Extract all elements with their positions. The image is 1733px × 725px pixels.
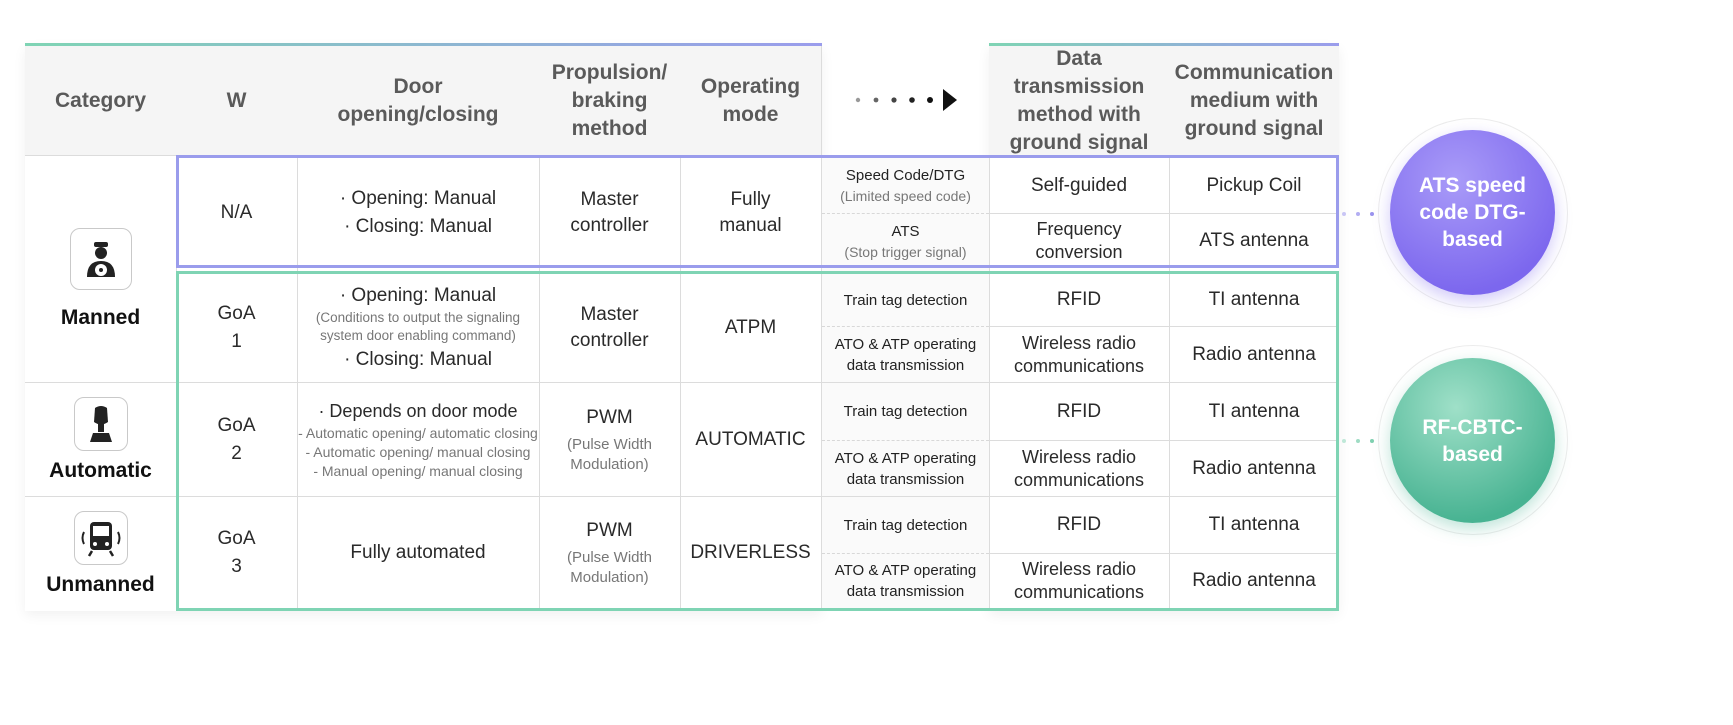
category-unmanned: Unmanned	[25, 497, 176, 611]
left-top-bar	[25, 43, 822, 46]
method-ats: ATS (Stop trigger signal)	[844, 222, 967, 260]
row-line	[25, 496, 1339, 497]
method-tag-goa2: Train tag detection	[843, 403, 968, 420]
sub-row-line	[989, 440, 1339, 441]
header-door: Door opening/closing	[297, 46, 539, 155]
tx-wireless-goa3: Wireless radio communications	[1013, 559, 1145, 602]
mode-goa1: ATPM	[724, 317, 777, 338]
tx-frequency: Frequency conversion	[1035, 219, 1123, 262]
grid-line	[297, 46, 298, 611]
header-category: Category	[25, 46, 176, 155]
train-icon	[73, 511, 128, 565]
header-data-transmission: Data transmission method with ground sig…	[989, 46, 1169, 155]
sub-row-dash	[822, 326, 989, 327]
sub-row-dash	[822, 440, 989, 441]
tx-wireless-goa2: Wireless radio communications	[1013, 446, 1145, 490]
category-label: Automatic	[49, 458, 152, 482]
sub-row-line	[989, 213, 1339, 214]
rf-connector-dots	[1342, 439, 1374, 443]
propulsion-goa1: Master controller	[570, 304, 649, 351]
category-label: Manned	[60, 306, 141, 329]
method-data-goa1: ATO & ATP operating data transmission	[834, 335, 977, 374]
ats-connector-dots	[1342, 212, 1374, 216]
sub-row-line	[989, 326, 1339, 327]
header-propulsion: Propulsion/ braking method	[539, 46, 680, 155]
row-line	[25, 382, 1339, 383]
sub-row-dash	[822, 553, 989, 554]
medium-radio-goa3: Radio antenna	[1192, 570, 1316, 591]
medium-radio-goa2: Radio antenna	[1192, 457, 1316, 479]
right-top-bar	[989, 43, 1339, 46]
method-data-goa2: ATO & ATP operating data transmission	[834, 449, 977, 488]
category-label: Unmanned	[46, 573, 155, 596]
tx-rfid-goa2: RFID	[1056, 400, 1102, 422]
medium-ti-goa1: TI antenna	[1208, 289, 1300, 310]
mode-na: Fully manual	[719, 189, 782, 236]
medium-ti-goa3: TI antenna	[1208, 514, 1300, 535]
cbtc-group-outline	[176, 271, 1339, 611]
tx-rfid-goa1: RFID	[1056, 289, 1102, 310]
w-na: N/A	[220, 202, 253, 223]
grid-line	[539, 46, 540, 611]
header-operating: Operating mode	[680, 46, 821, 155]
mode-goa3: DRIVERLESS	[690, 541, 811, 563]
method-tag-goa1: Train tag detection	[843, 291, 968, 309]
door-goa1: · Opening: Manual (Conditions to output …	[315, 285, 521, 370]
method-data-goa3: ATO & ATP operating data transmission	[834, 562, 977, 600]
door-goa2: · Depends on door mode - Automatic openi…	[298, 401, 538, 479]
sub-row-line	[989, 553, 1339, 554]
rf-badge: RF-CBTC-based	[1390, 358, 1555, 523]
grid-line	[989, 46, 990, 611]
dotted-arrow-icon	[850, 86, 960, 114]
medium-pickup-coil: Pickup Coil	[1206, 174, 1302, 196]
door-na: · Opening: Manual · Closing: Manual	[339, 188, 497, 237]
ats-badge-ring	[1378, 118, 1568, 308]
grid-line	[1169, 46, 1170, 611]
medium-ats-antenna: ATS antenna	[1199, 230, 1309, 251]
method-speed-code: Speed Code/DTG (Limited speed code)	[840, 167, 971, 204]
header-w: W	[176, 46, 297, 155]
propulsion-goa3: PWM (Pulse Width Modulation)	[566, 519, 653, 586]
door-goa3: Fully automated	[350, 541, 486, 563]
mode-goa2: AUTOMATIC	[695, 428, 806, 450]
grid-line	[680, 46, 681, 611]
propulsion-goa2: PWM (Pulse Width Modulation)	[566, 406, 653, 473]
driver-icon	[69, 228, 132, 290]
medium-radio-goa1: Radio antenna	[1192, 343, 1316, 365]
tx-self-guided: Self-guided	[1030, 174, 1128, 196]
method-column	[822, 155, 989, 611]
grid-line	[821, 46, 822, 611]
category-automatic: Automatic	[25, 383, 176, 496]
header-communication: Communication medium with ground signal	[1169, 46, 1339, 155]
tx-rfid-goa3: RFID	[1056, 514, 1102, 535]
propulsion-na: Master controller	[570, 189, 649, 236]
category-manned: Manned	[25, 156, 176, 382]
rf-badge-ring	[1378, 345, 1568, 535]
ats-group-outline	[176, 155, 1339, 268]
ats-badge: ATS speed code DTG-based	[1390, 130, 1555, 295]
sub-row-dash	[822, 213, 989, 214]
joystick-icon	[73, 396, 128, 451]
medium-ti-goa2: TI antenna	[1208, 400, 1300, 422]
method-tag-goa3: Train tag detection	[843, 516, 968, 534]
tx-wireless-goa1: Wireless radio communications	[1013, 332, 1145, 376]
